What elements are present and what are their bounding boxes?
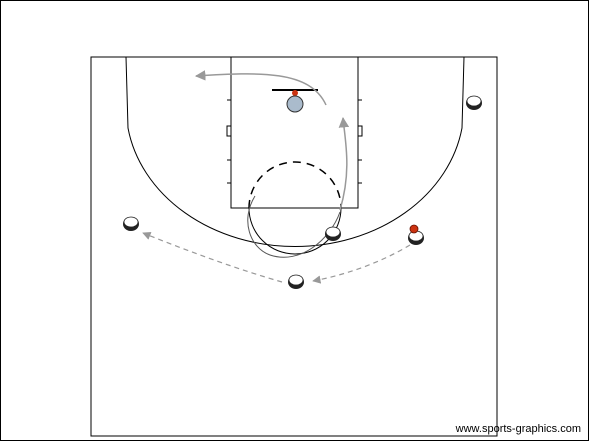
cut-arrow-loop [194, 70, 327, 106]
rim-ball [292, 90, 298, 96]
three-point-line [125, 56, 465, 247]
player-wing-right-high [466, 95, 482, 110]
defender-marker [286, 95, 304, 113]
pass-arrow-top-to-left [142, 231, 283, 283]
player-top [288, 274, 304, 289]
free-throw-lane [230, 56, 359, 209]
player-wing-right-ball [408, 230, 424, 245]
lane-hash-marks [226, 99, 363, 184]
ball [409, 224, 419, 234]
watermark: www.sports-graphics.com [455, 423, 581, 435]
pass-arrow-right-to-top [312, 244, 411, 284]
player-post [325, 226, 341, 241]
free-throw-circle-dashed [248, 161, 342, 209]
player-wing-left [123, 216, 139, 231]
cut-arrow [338, 116, 350, 211]
